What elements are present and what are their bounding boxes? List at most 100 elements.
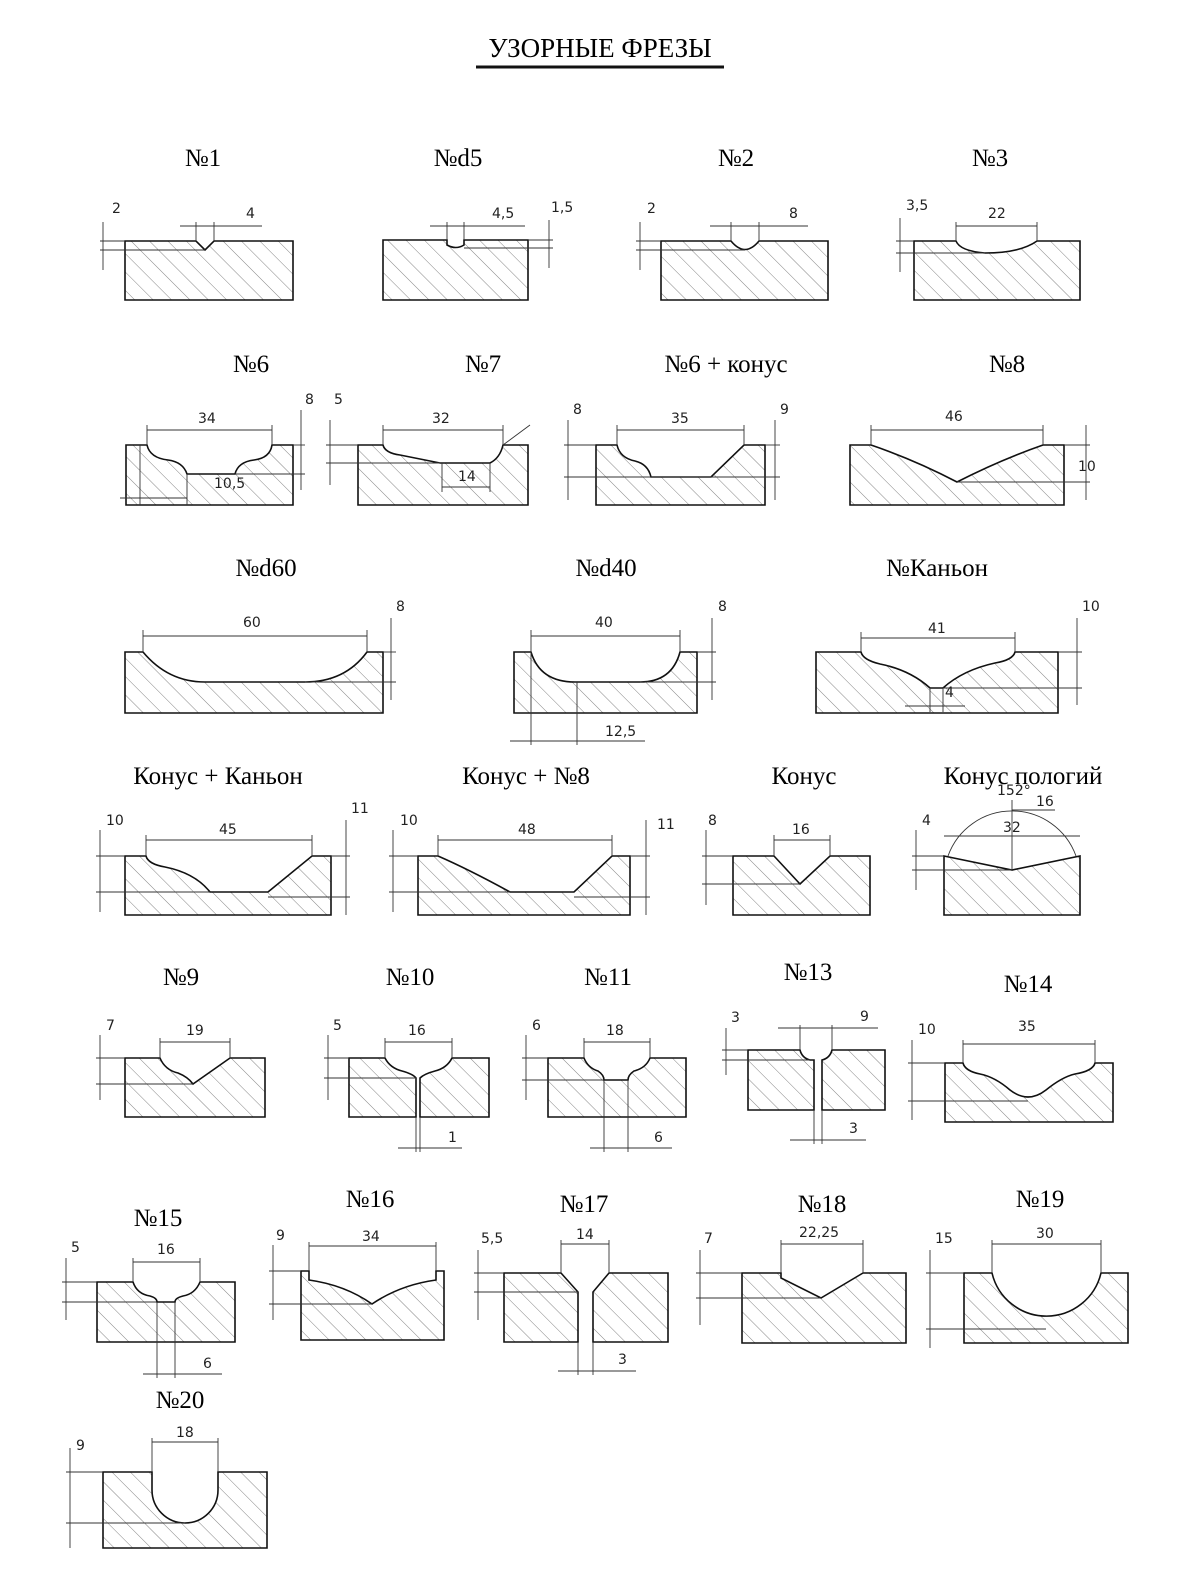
profile-title: №d5: [434, 145, 483, 172]
profile-title: №d40: [575, 555, 636, 582]
profile-title: №20: [156, 1387, 205, 1414]
dimension-label: 6: [532, 1018, 541, 1034]
dimension-label: 60: [243, 615, 261, 631]
dimension-label: 3,5: [906, 198, 928, 214]
profile-title: №6 + конус: [664, 351, 787, 378]
dimension-label: 4: [945, 685, 954, 701]
profile-d60: №d60 60 8: [124, 555, 405, 714]
dimension-label: 8: [573, 402, 582, 418]
profile-16: №16 9 34: [269, 1186, 445, 1341]
profile-3: №3 3,5 22: [896, 145, 1081, 301]
profile-title: №3: [972, 145, 1008, 172]
dimension-label: 30: [1036, 1226, 1054, 1242]
dimension-label: 8: [708, 813, 717, 829]
dimension-label: 18: [176, 1425, 194, 1441]
dimension-label: 10: [400, 813, 418, 829]
profile-19: №19 15 30: [926, 1186, 1129, 1348]
profile-14: №14 10 35: [908, 971, 1114, 1123]
dimension-label: 18: [606, 1023, 624, 1039]
profile-title: №19: [1016, 1186, 1065, 1213]
profile-title: №d60: [235, 555, 296, 582]
dimension-label: 35: [1018, 1019, 1036, 1035]
dimension-label: 2: [647, 201, 656, 217]
dimension-label: 16: [157, 1242, 175, 1258]
profile-20: №20 9 18: [66, 1387, 268, 1549]
profile-title: №2: [718, 145, 754, 172]
dimension-label: 7: [704, 1231, 713, 1247]
dimension-label: 8: [789, 206, 798, 222]
dimension-label: 15: [935, 1231, 953, 1247]
dimension-label: 32: [1003, 820, 1021, 836]
profile-canyon: №Каньон 41 10 4: [815, 555, 1100, 714]
dimension-label: 32: [432, 411, 450, 427]
dimension-label: 8: [305, 392, 314, 408]
profile-6: №6 34 8 10,5: [120, 351, 314, 506]
profile-title: №17: [560, 1191, 609, 1218]
dimension-label: 34: [362, 1229, 380, 1245]
dimension-label: 10: [106, 813, 124, 829]
profile-title: №16: [346, 1186, 395, 1213]
profile-title: №18: [798, 1191, 847, 1218]
dimension-label: 12,5: [605, 724, 636, 740]
dimension-label: 3: [849, 1121, 858, 1137]
dimension-label: 22: [988, 206, 1006, 222]
dimension-label: 4: [922, 813, 931, 829]
dimension-label: 1,5: [551, 200, 573, 216]
dimension-label: 16: [408, 1023, 426, 1039]
profile-title: Конус + №8: [462, 763, 590, 790]
dimension-label: 4,5: [492, 206, 514, 222]
dimension-label: 10: [1082, 599, 1100, 615]
dimension-label: 46: [945, 409, 963, 425]
dimension-label: 41: [928, 621, 946, 637]
profile-cone-8: Конус + №8 10 48 11: [389, 763, 675, 916]
profile-8: №8 46 10: [849, 351, 1096, 506]
profile-title: №1: [185, 145, 221, 172]
profile-title: №9: [163, 964, 199, 991]
profile-title: №Каньон: [886, 555, 988, 582]
page-title: УЗОРНЫЕ ФРЕЗЫ: [488, 33, 711, 63]
dimension-label: 9: [860, 1009, 869, 1025]
dimension-label: 7: [106, 1018, 115, 1034]
dimension-label: 34: [198, 411, 216, 427]
dimension-label: 5: [333, 1018, 342, 1034]
dimension-label: 9: [780, 402, 789, 418]
dimension-label: 48: [518, 822, 536, 838]
profile-d5: №d5 4,5 1,5: [382, 145, 573, 301]
dimension-label: 45: [219, 822, 237, 838]
profile-title: №14: [1004, 971, 1053, 998]
profile-cone: Конус 8 16: [702, 763, 871, 916]
dimension-label: 3: [618, 1352, 627, 1368]
profile-title: №13: [784, 959, 833, 986]
dimension-label: 10: [918, 1022, 936, 1038]
dimension-label: 5: [334, 392, 343, 408]
dimension-label: 11: [657, 817, 675, 833]
dimension-label: 5,5: [481, 1231, 503, 1247]
dimension-label: 10,5: [214, 476, 245, 492]
dimension-label: 6: [203, 1356, 212, 1372]
profile-13: №13 3 9 3: [722, 959, 886, 1144]
profile-17: №17 5,5 14 3: [474, 1191, 669, 1375]
dimension-label: 40: [595, 615, 613, 631]
dimension-label: 8: [396, 599, 405, 615]
profile-title: Конус пологий: [944, 763, 1103, 790]
dimension-label: 11: [351, 801, 369, 817]
profile-title: №11: [584, 964, 632, 991]
profile-title: №10: [386, 964, 435, 991]
profile-title: Конус + Каньон: [133, 763, 303, 790]
dimension-label: 3: [731, 1010, 740, 1026]
dimension-label: 5: [71, 1240, 80, 1256]
profile-title: Конус: [772, 763, 837, 790]
profile-2: №2 2 8: [636, 145, 829, 301]
dimension-label: 6: [654, 1130, 663, 1146]
dimension-label: 10: [1078, 459, 1096, 475]
dimension-label: 14: [458, 469, 476, 485]
dimension-label: 35: [671, 411, 689, 427]
dimension-label: 4: [246, 206, 255, 222]
profile-1: №1 2 4: [100, 145, 294, 301]
profile-title: №8: [989, 351, 1025, 378]
dimension-label: 2: [112, 201, 121, 217]
profile-title: №7: [465, 351, 501, 378]
dimension-label: 14: [576, 1227, 594, 1243]
profile-11: №11 6 18 6: [522, 964, 687, 1152]
